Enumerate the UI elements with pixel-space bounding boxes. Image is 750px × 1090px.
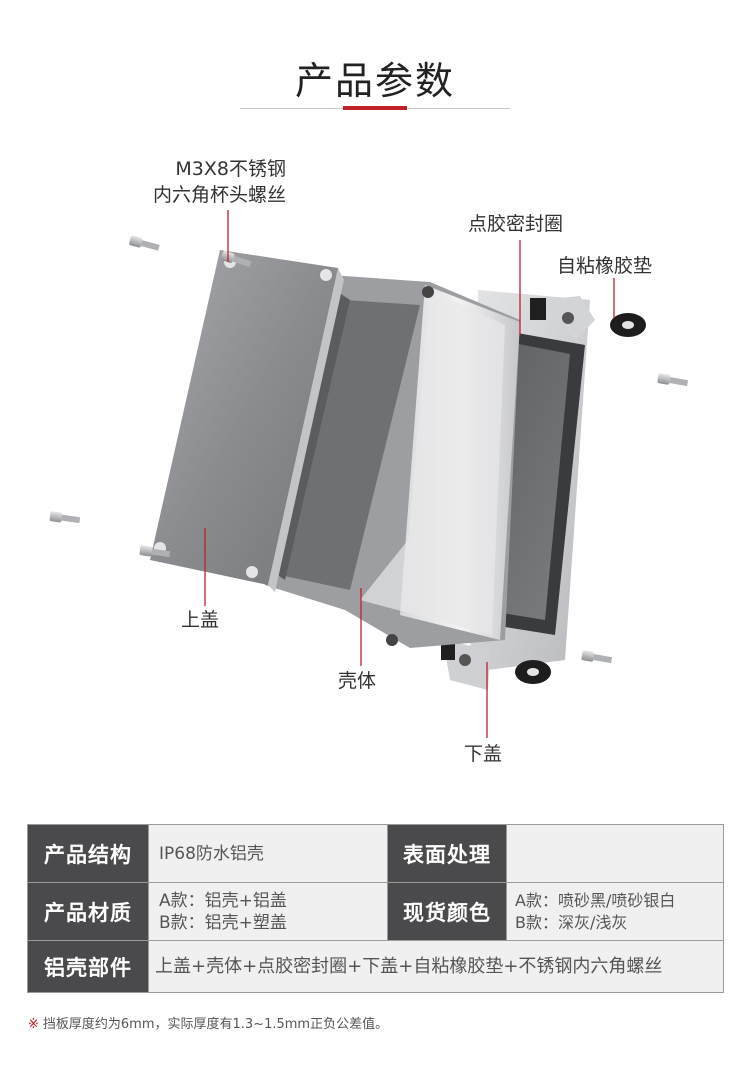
note-mark: ※	[28, 1017, 39, 1032]
table-row: 产品材质 A款：铝壳+铝盖 B款：铝壳+塑盖 现货颜色 A款：喷砂黑/喷砂银白 …	[27, 882, 724, 941]
material-b: B款：铝壳+塑盖	[159, 912, 287, 933]
shell-body-label: 壳体	[338, 670, 377, 692]
color-b: B款：深灰/浅灰	[515, 912, 628, 932]
spec-table: 产品结构 IP68防水铝壳 表面处理 产品材质 A款：铝壳+铝盖 B款：铝壳+塑…	[27, 824, 724, 993]
structure-header: 产品结构	[27, 824, 149, 883]
seal-ring-label: 点胶密封圈	[468, 213, 564, 235]
surface-header: 表面处理	[387, 824, 507, 883]
leader-lines	[204, 210, 615, 738]
bottom-cover-label: 下盖	[464, 743, 503, 765]
color-a: A款：喷砂黑/喷砂银白	[515, 890, 676, 910]
shell-body-part	[265, 275, 520, 648]
page-title: 产品参数	[294, 59, 455, 103]
material-value: A款：铝壳+铝盖 B款：铝壳+塑盖	[148, 882, 388, 941]
screw-parts	[49, 235, 689, 664]
rubber-pad-parts	[515, 313, 646, 684]
surface-value	[506, 824, 724, 883]
table-row: 铝壳部件 上盖+壳体+点胶密封圈+下盖+自粘橡胶垫+不锈钢内六角螺丝	[27, 940, 724, 993]
structure-value: IP68防水铝壳	[148, 824, 388, 883]
color-value: A款：喷砂黑/喷砂银白 B款：深灰/浅灰	[506, 882, 724, 941]
note-text: 挡板厚度约为6mm，实际厚度有1.3~1.5mm正负公差值。	[42, 1017, 389, 1032]
table-row: 产品结构 IP68防水铝壳 表面处理	[27, 824, 724, 883]
enclosure-exploded-diagram	[49, 210, 689, 738]
screw-label: M3X8不锈钢 内六角杯头螺丝	[153, 156, 286, 208]
rubber-pad-label: 自粘橡胶垫	[557, 255, 653, 277]
top-cover-label: 上盖	[181, 609, 220, 631]
material-header: 产品材质	[27, 882, 149, 941]
material-a: A款：铝壳+铝盖	[159, 890, 287, 911]
footnote: ※挡板厚度约为6mm，实际厚度有1.3~1.5mm正负公差值。	[28, 1013, 388, 1032]
screw-label-line2: 内六角杯头螺丝	[152, 184, 286, 206]
screw-label-line1: M3X8不锈钢	[175, 158, 286, 180]
parts-header: 铝壳部件	[27, 940, 149, 993]
parts-value: 上盖+壳体+点胶密封圈+下盖+自粘橡胶垫+不锈钢内六角螺丝	[148, 940, 724, 993]
title-accent-bar	[343, 106, 407, 110]
color-header: 现货颜色	[387, 882, 507, 941]
